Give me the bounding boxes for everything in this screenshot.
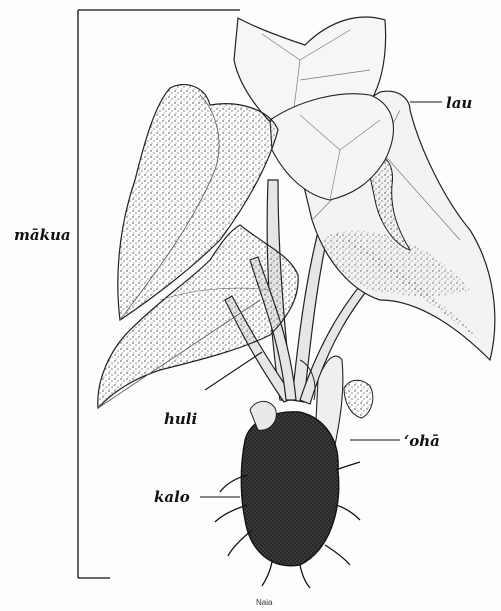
figure-caption: Naia [256,598,272,607]
label-huli: huli [164,412,197,427]
label-oha: ʻohā [404,434,440,449]
label-makua: mākua [14,228,71,243]
label-lau: lau [446,96,472,111]
label-kalo: kalo [154,490,190,505]
